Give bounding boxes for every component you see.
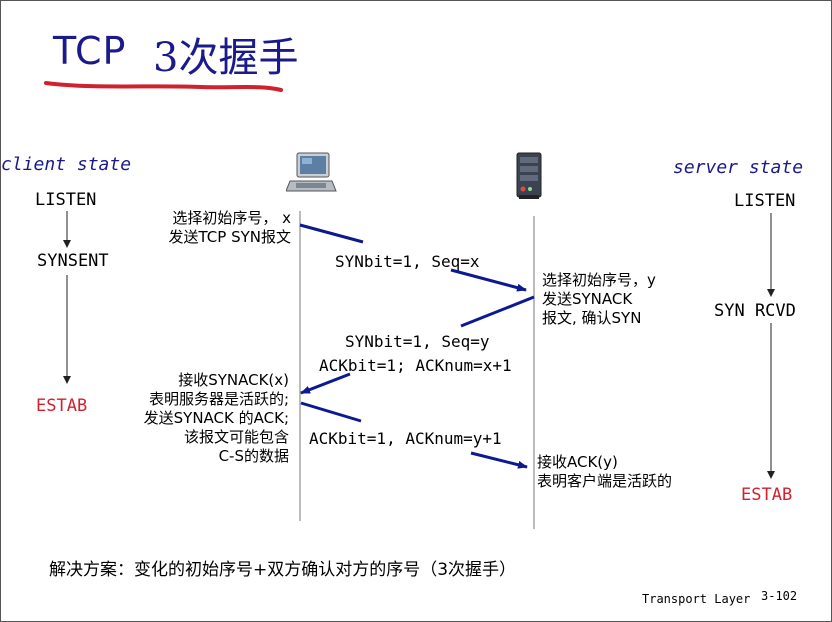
synack-message-label-1: SYNbit=1, Seq=y [345, 332, 490, 351]
server-note-ack: 接收ACK(y) 表明客户端是活跃的 [537, 453, 672, 491]
client-note-syn-line: 选择初始序号， x [172, 209, 291, 227]
client-state-listen: LISTEN [35, 190, 97, 210]
client-note-ack: 接收SYNACK(x) 表明服务器是活跃的; 发送SYNACK 的ACK; 该报… [101, 371, 289, 466]
ack-arrow-seg2 [470, 451, 528, 469]
server-state-header: server state [673, 157, 804, 178]
client-note-ack-line: 发送SYNACK 的ACK; [143, 409, 289, 427]
server-note-synack-line: 选择初始序号，y [542, 271, 656, 289]
client-note-ack-line: 该报文可能包含 [183, 428, 289, 446]
syn-message-label: SYNbit=1, Seq=x [335, 252, 480, 271]
server-note-ack-line: 表明客户端是活跃的 [537, 472, 673, 490]
footer-page-number: 3-102 [761, 589, 798, 603]
client-note-ack-line: 表明服务器是活跃的; [148, 390, 289, 408]
syn-arrow-seg1 [299, 223, 364, 244]
client-state-synsent: SYNSENT [37, 251, 109, 271]
client-note-ack-line: 接收SYNACK(x) [178, 371, 289, 389]
synack-message-label-2: ACKbit=1; ACKnum=x+1 [319, 356, 512, 375]
footer-caption: 解决方案：变化的初始序号+双方确认对方的序号（3次握手） [49, 560, 517, 580]
server-note-ack-line: 接收ACK(y) [537, 453, 618, 471]
client-note-ack-line: C-S的数据 [218, 447, 289, 465]
footer-course: Transport Layer [642, 592, 751, 606]
server-state-listen: LISTEN [734, 191, 796, 211]
laptop-icon [285, 151, 338, 197]
ack-arrow-seg1 [300, 401, 362, 423]
syn-arrow-seg2 [450, 268, 527, 292]
title-en: TCP [53, 29, 127, 73]
server-note-synack: 选择初始序号，y 发送SYNACK 报文, 确认SYN [542, 271, 656, 328]
ack-message-label: ACKbit=1, ACKnum=y+1 [309, 429, 502, 448]
title-underline [44, 81, 283, 92]
server-state-synrcvd: SYN RCVD [714, 301, 796, 321]
client-note-syn-line: 发送TCP SYN报文 [168, 228, 291, 246]
synack-arrow-seg1 [460, 295, 535, 328]
client-note-syn: 选择初始序号， x 发送TCP SYN报文 [131, 209, 291, 247]
client-state-estab: ESTAB [36, 396, 88, 416]
server-state-estab: ESTAB [741, 485, 793, 505]
server-icon [513, 151, 547, 201]
server-note-synack-line: 发送SYNACK [542, 290, 633, 308]
client-state-header: client state [1, 154, 132, 175]
title-cn: 3次握手 [153, 35, 299, 81]
synack-arrow-seg2 [300, 372, 351, 395]
server-note-synack-line: 报文, 确认SYN [542, 309, 642, 327]
